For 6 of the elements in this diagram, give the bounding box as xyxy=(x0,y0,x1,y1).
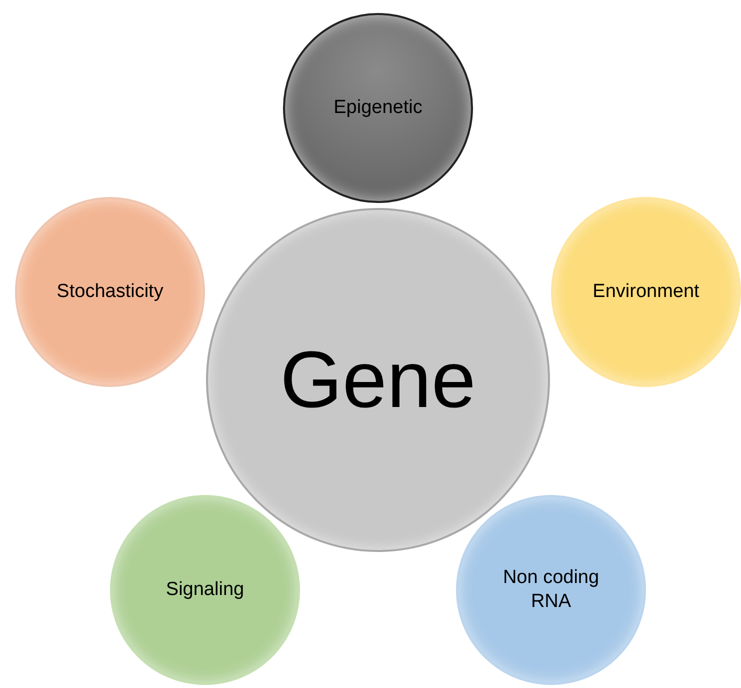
circle-label: Epigenetic xyxy=(334,96,422,120)
circle-label: Signaling xyxy=(166,578,244,602)
circle-label: Non coding RNA xyxy=(502,566,600,614)
circle-label: Environment xyxy=(592,280,700,304)
circle-label: Stochasticity xyxy=(56,280,164,304)
center-label: Gene xyxy=(280,334,476,426)
